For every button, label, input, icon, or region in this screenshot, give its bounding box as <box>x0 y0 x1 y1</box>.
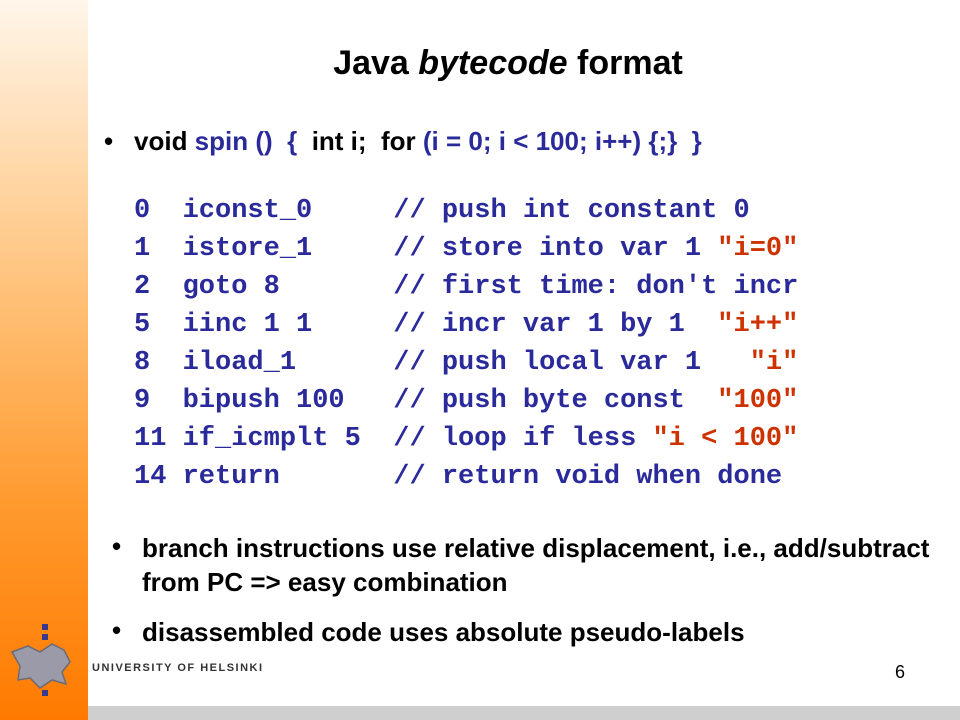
bullet-dot: • <box>112 615 122 645</box>
university-seal-icon <box>10 624 71 696</box>
university-logo-text: UNIVERSITY OF HELSINKI <box>92 662 264 674</box>
code-line: 5 iinc 1 1 // incr var 1 by 1 "i++" <box>134 310 799 340</box>
method-signature: void spin () { int i; for (i = 0; i < 10… <box>134 126 702 156</box>
bullet-dot: • <box>112 531 122 561</box>
bullet-dot: • <box>104 126 114 156</box>
bullet-branch-instructions: branch instructions use relative displac… <box>142 533 930 597</box>
slide-title: Java bytecode format <box>333 44 683 82</box>
bullet-disassembled-code: disassembled code uses absolute pseudo-l… <box>142 617 745 647</box>
code-line: 14 return // return void when done <box>134 462 783 492</box>
page-number: 6 <box>895 662 906 682</box>
code-line: 0 iconst_0 // push int constant 0 <box>134 196 750 226</box>
code-line: 1 istore_1 // store into var 1 "i=0" <box>134 234 799 264</box>
code-line: 11 if_icmplt 5 // loop if less "i < 100" <box>134 424 799 454</box>
code-line: 2 goto 8 // first time: don't incr <box>134 272 799 302</box>
side-accent-band <box>0 0 88 720</box>
code-line: 8 iload_1 // push local var 1 "i" <box>134 348 799 378</box>
code-line: 9 bipush 100 // push byte const "100" <box>134 386 799 416</box>
bottom-bar <box>88 706 960 720</box>
